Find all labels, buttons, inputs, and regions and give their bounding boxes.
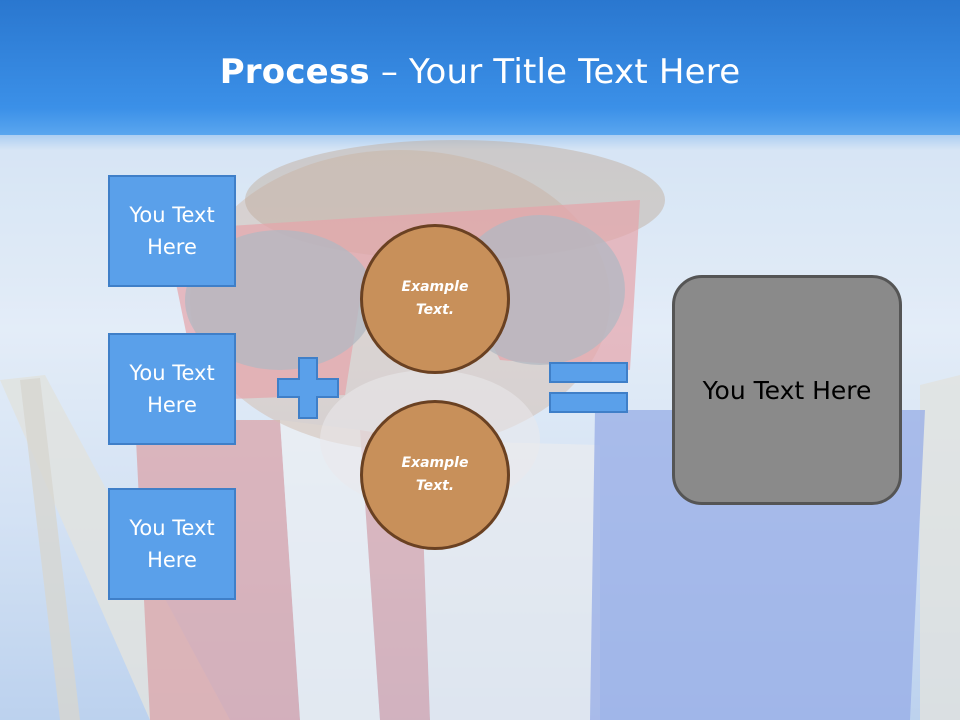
title-bold: Process	[219, 52, 370, 92]
title-rest: – Your Title Text Here	[369, 52, 741, 92]
text-box-3: You Text Here	[108, 488, 236, 600]
text-box-1-label: You Text Here	[129, 203, 215, 259]
text-box-1: You Text Here	[108, 175, 236, 287]
page-title: Process – Your Title Text Here	[0, 52, 960, 92]
example-circle-1: Example Text.	[360, 224, 510, 374]
plus-icon	[277, 357, 339, 419]
example-circle-2: Example Text.	[360, 400, 510, 550]
result-label: You Text Here	[702, 375, 872, 405]
equals-icon	[549, 362, 628, 413]
text-box-2-label: You Text Here	[129, 361, 215, 417]
text-box-3-label: You Text Here	[129, 516, 215, 572]
result-box: You Text Here	[672, 275, 902, 505]
example-circle-1-label: Example Text.	[401, 279, 469, 318]
text-box-2: You Text Here	[108, 333, 236, 445]
example-circle-2-label: Example Text.	[401, 455, 469, 494]
title-bar	[0, 0, 960, 135]
